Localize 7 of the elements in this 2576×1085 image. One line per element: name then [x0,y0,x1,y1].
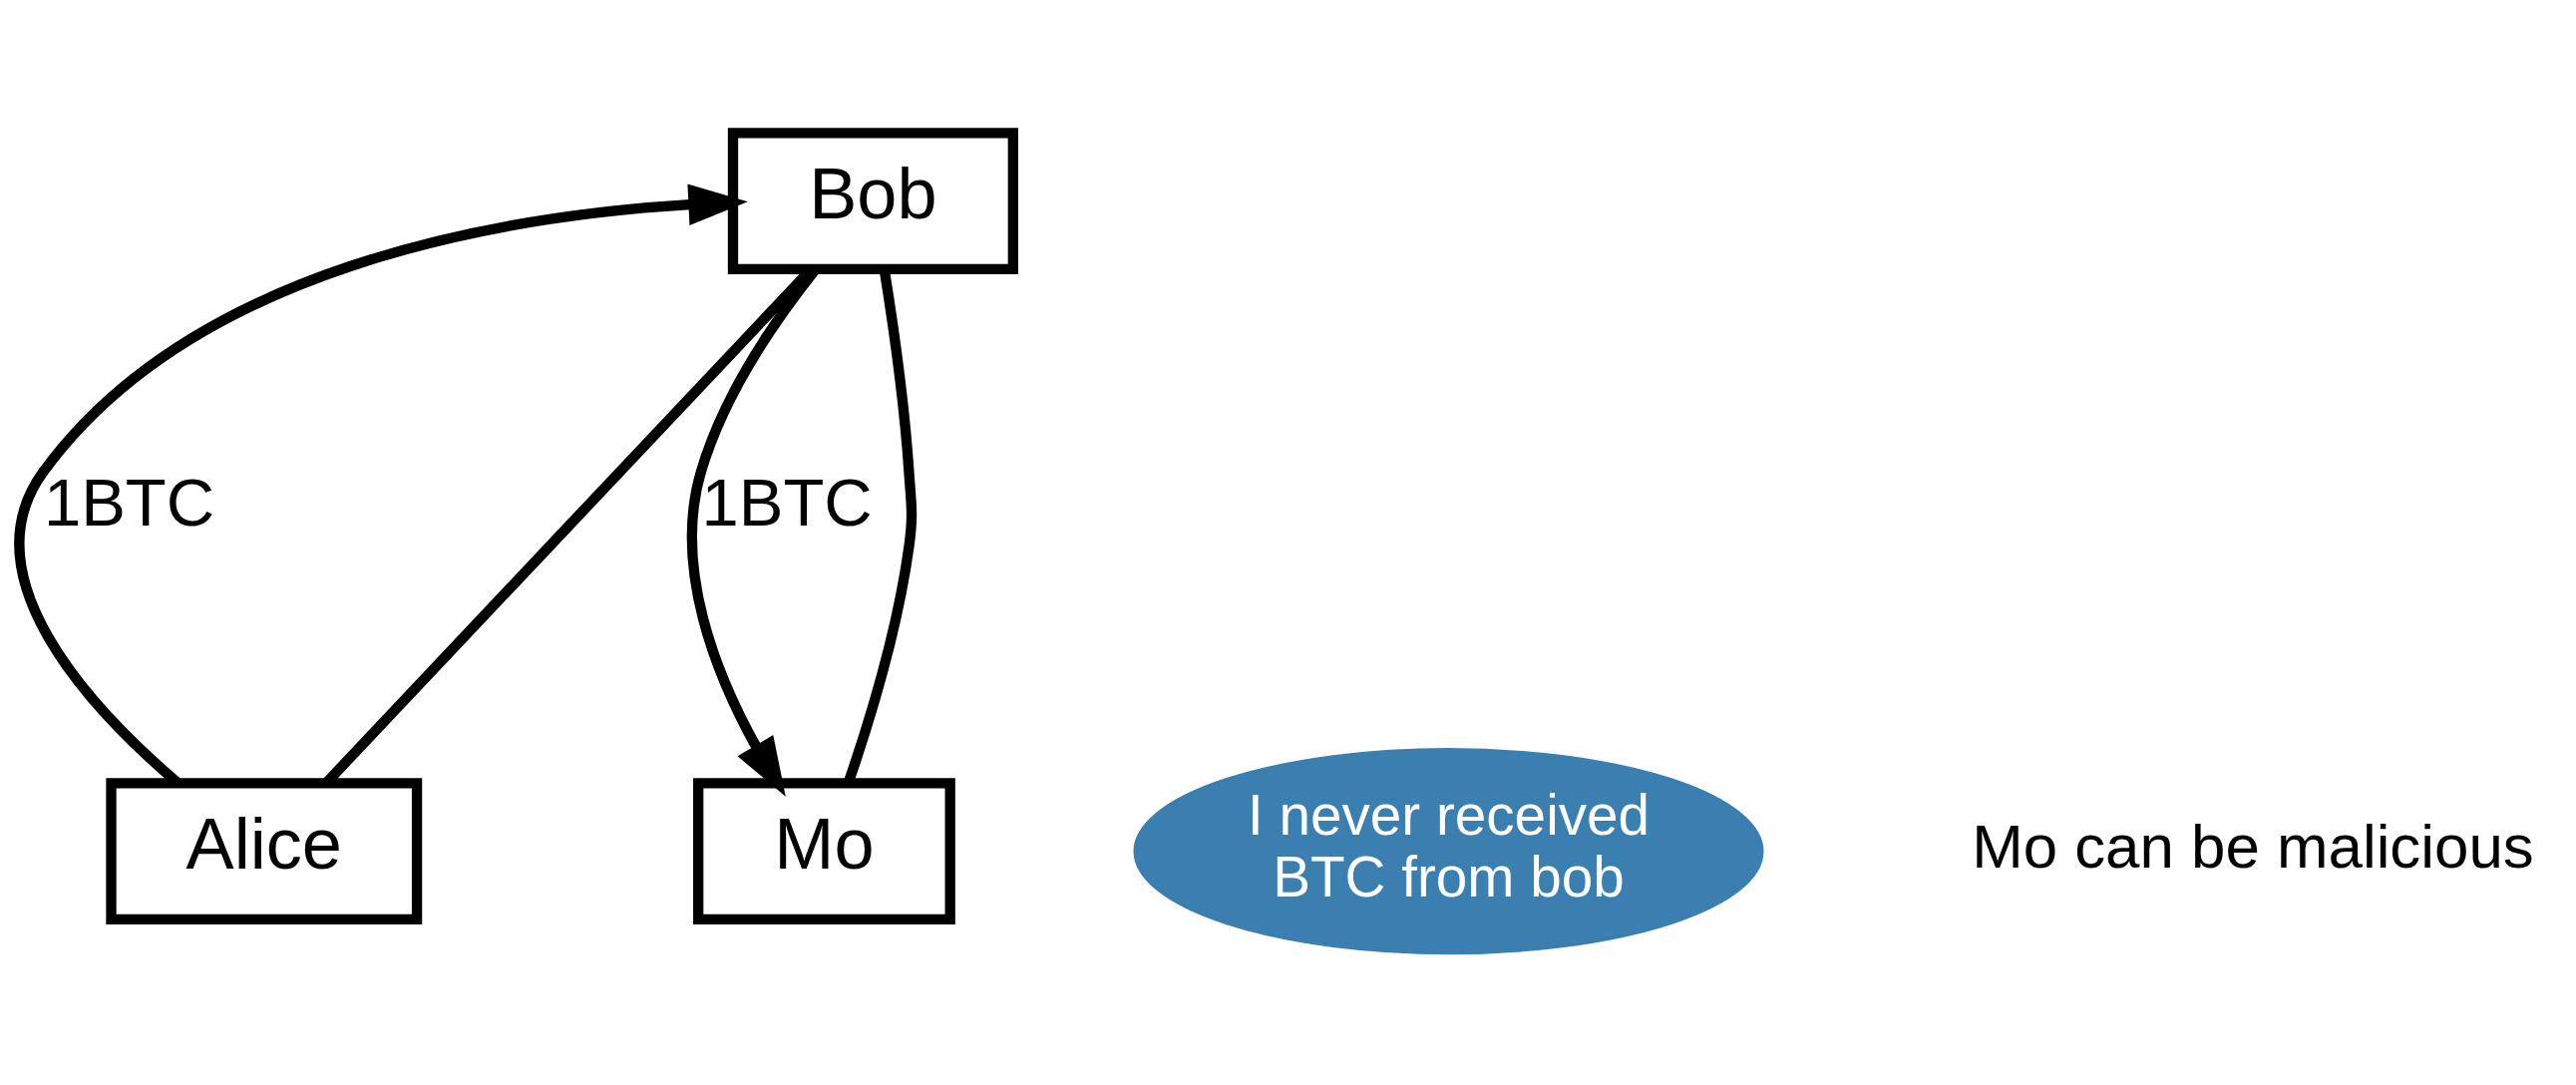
node-box: Alice [106,777,423,924]
edge-label: 1BTC [43,464,215,540]
node-ellipse: I never received BTC from bob [1133,747,1764,954]
node-box: Mo [693,777,955,924]
edge-label: 1BTC [701,464,873,540]
node-box: Bob [727,127,1018,274]
label: Mo can be malicious [1972,811,2534,881]
